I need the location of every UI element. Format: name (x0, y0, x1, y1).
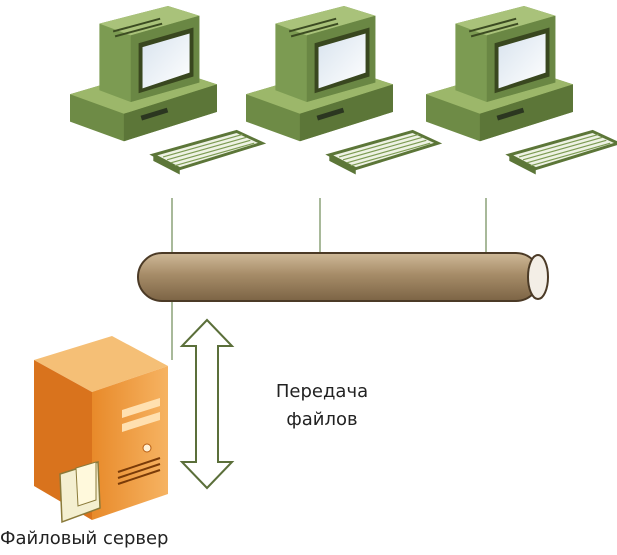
file-transfer-double-arrow-icon (179, 318, 235, 490)
workstation-3-computer-icon (424, 4, 617, 177)
file-server-tower-icon (34, 336, 168, 524)
transfer-label-line1: Передача (275, 381, 369, 402)
workstation-1-computer-icon (68, 4, 264, 177)
network-bus-pipe (137, 252, 549, 302)
transfer-label-line2: файлов (286, 409, 358, 430)
workstation-2-computer-icon (244, 4, 440, 177)
file-server-label: Файловый сервер (0, 528, 169, 549)
